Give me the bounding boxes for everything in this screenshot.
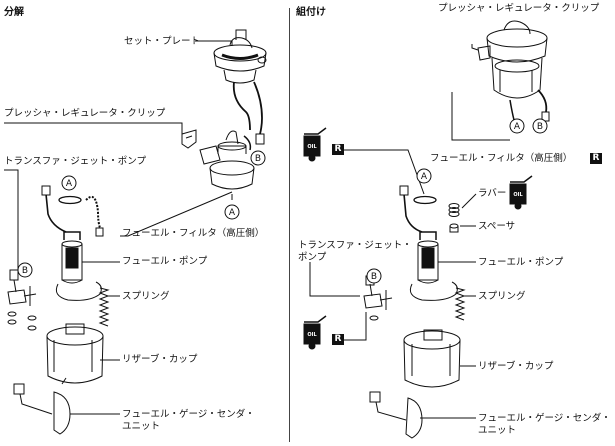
marker-b-left-2: B	[22, 266, 28, 276]
label-rubber: ラバー	[478, 188, 507, 199]
transfer-jet-pump-assembly-part	[363, 275, 393, 321]
label-fuel-filter: フューエル・フィルタ（高圧側）	[122, 228, 265, 239]
marker-b-right-2: B	[371, 272, 377, 282]
label-transfer-jet-pump-right-2: ポンプ	[298, 252, 327, 263]
label-sender-right-line2: ユニット	[478, 425, 517, 436]
label-sender-line1: フューエル・ゲージ・センダ・	[122, 409, 255, 420]
label-spring-right: スプリング	[478, 291, 526, 302]
spring-assembly-part	[454, 287, 466, 321]
fuel-gauge-sender-assembly-part	[369, 391, 423, 439]
label-reserve-cup: リザーブ・カップ	[122, 354, 198, 365]
pressure-regulator-clip-part	[181, 129, 197, 149]
right-section-title: 組付け	[296, 7, 326, 18]
label-transfer-jet-pump-right-1: トランスファ・ジェット・	[298, 240, 412, 251]
marker-a-right-1: A	[514, 122, 521, 132]
reserve-cup-assembly-part	[403, 329, 461, 388]
section-divider	[289, 8, 290, 442]
marker-b-right-1: B	[537, 122, 543, 132]
oil-text: OIL	[307, 144, 317, 150]
replace-badge: R	[332, 144, 344, 155]
rubber-spacer-part	[448, 203, 460, 233]
marker-b-left-1: B	[255, 154, 261, 164]
assembly-top-part	[477, 20, 548, 99]
label-fuel-pump: フューエル・ポンプ	[122, 256, 208, 267]
marker-a-left-1: A	[66, 179, 73, 189]
label-transfer-jet-pump: トランスファ・ジェット・ポンプ	[4, 156, 147, 167]
replace-badge: R	[590, 153, 602, 164]
fuel-gauge-sender-part	[13, 377, 71, 435]
label-sender-right-line1: フューエル・ゲージ・センダ・	[478, 413, 611, 424]
label-set-plate: セット・プレート	[124, 36, 201, 47]
label-pressure-regulator-clip: プレッシャ・レギュレータ・クリップ	[4, 108, 166, 119]
replace-badge: R	[332, 334, 344, 345]
left-section-title: 分解	[4, 7, 24, 18]
oil-can-icon	[303, 127, 327, 162]
transfer-jet-pump-part	[7, 269, 37, 331]
label-spring: スプリング	[122, 291, 170, 302]
label-reserve-cup-right: リザーブ・カップ	[478, 361, 554, 372]
label-pressure-regulator-clip-right: プレッシャ・レギュレータ・クリップ	[438, 3, 600, 14]
oil-text: OIL	[307, 332, 317, 338]
oil-text: OIL	[513, 192, 523, 198]
fuel-pump-assembly-part	[409, 231, 458, 301]
label-fuel-pump-right: フューエル・ポンプ	[478, 257, 564, 268]
label-fuel-filter-right: フューエル・フィルタ（高圧側）	[430, 153, 573, 164]
fuel-filter-part	[199, 130, 255, 200]
marker-a-right-2: A	[421, 172, 428, 182]
oil-can-icon	[303, 315, 327, 350]
set-plate-part	[213, 29, 267, 84]
label-spacer: スペーサ	[478, 221, 516, 232]
label-sender-line2: ユニット	[122, 421, 161, 432]
reserve-cup-part	[46, 323, 104, 384]
spring-part	[98, 287, 110, 327]
marker-a-left-2: A	[229, 208, 236, 218]
fuel-pump-part	[55, 231, 102, 301]
oil-can-icon	[509, 175, 533, 210]
